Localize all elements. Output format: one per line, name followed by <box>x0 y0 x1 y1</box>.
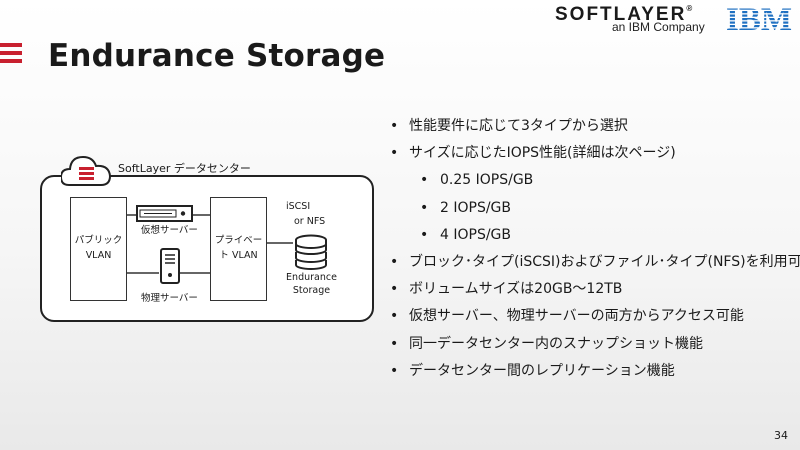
bullet-item: サイズに応じたIOPS性能(詳細は次ページ) <box>390 140 800 167</box>
menu-icon <box>0 43 22 63</box>
page-number: 34 <box>774 429 788 442</box>
protocol-label-iscsi: iSCSI <box>286 201 311 212</box>
cloud-icon <box>61 155 111 186</box>
feature-bullet-list: 性能要件に応じて3タイプから選択 サイズに応じたIOPS性能(詳細は次ページ) … <box>390 113 800 385</box>
bullet-item: 仮想サーバー、物理サーバーの両方からアクセス可能 <box>390 303 800 330</box>
public-vlan-label: パブリック VLAN <box>74 235 123 261</box>
rack-server-icon <box>136 205 193 222</box>
bullet-item: ブロック･タイプ(iSCSI)およびファイル･タイプ(NFS)を利用可能 <box>390 249 800 276</box>
tower-server-icon <box>160 248 180 284</box>
storage-label-endurance: Endurance <box>286 272 337 283</box>
svg-text:IBM: IBM <box>726 4 792 32</box>
sub-bullet-item: 2 IOPS/GB <box>390 195 800 222</box>
softlayer-logo-subtitle: an IBM Company <box>612 20 705 34</box>
physical-server-label: 物理サーバー <box>141 293 198 304</box>
sub-bullet-item: 0.25 IOPS/GB <box>390 167 800 194</box>
page-title: Endurance Storage <box>48 38 386 74</box>
softlayer-logo: SOFTLAYER® <box>555 4 693 25</box>
datacenter-label: SoftLayer データセンター <box>118 162 251 175</box>
bullet-item: 同一データセンター内のスナップショット機能 <box>390 331 800 358</box>
ibm-logo: IBM <box>726 4 792 32</box>
private-vlan-box: プライベート VLAN <box>210 197 267 301</box>
protocol-label-nfs: or NFS <box>294 216 326 227</box>
virtual-server-label: 仮想サーバー <box>141 225 198 236</box>
database-icon <box>295 234 327 270</box>
bullet-item: ボリュームサイズは20GB〜12TB <box>390 276 800 303</box>
sub-bullet-item: 4 IOPS/GB <box>390 222 800 249</box>
private-vlan-label: プライベート VLAN <box>214 235 263 261</box>
bullet-item: 性能要件に応じて3タイプから選択 <box>390 113 800 140</box>
storage-label-storage: Storage <box>292 285 331 296</box>
bullet-item: データセンター間のレプリケーション機能 <box>390 358 800 385</box>
public-vlan-box: パブリック VLAN <box>70 197 127 301</box>
